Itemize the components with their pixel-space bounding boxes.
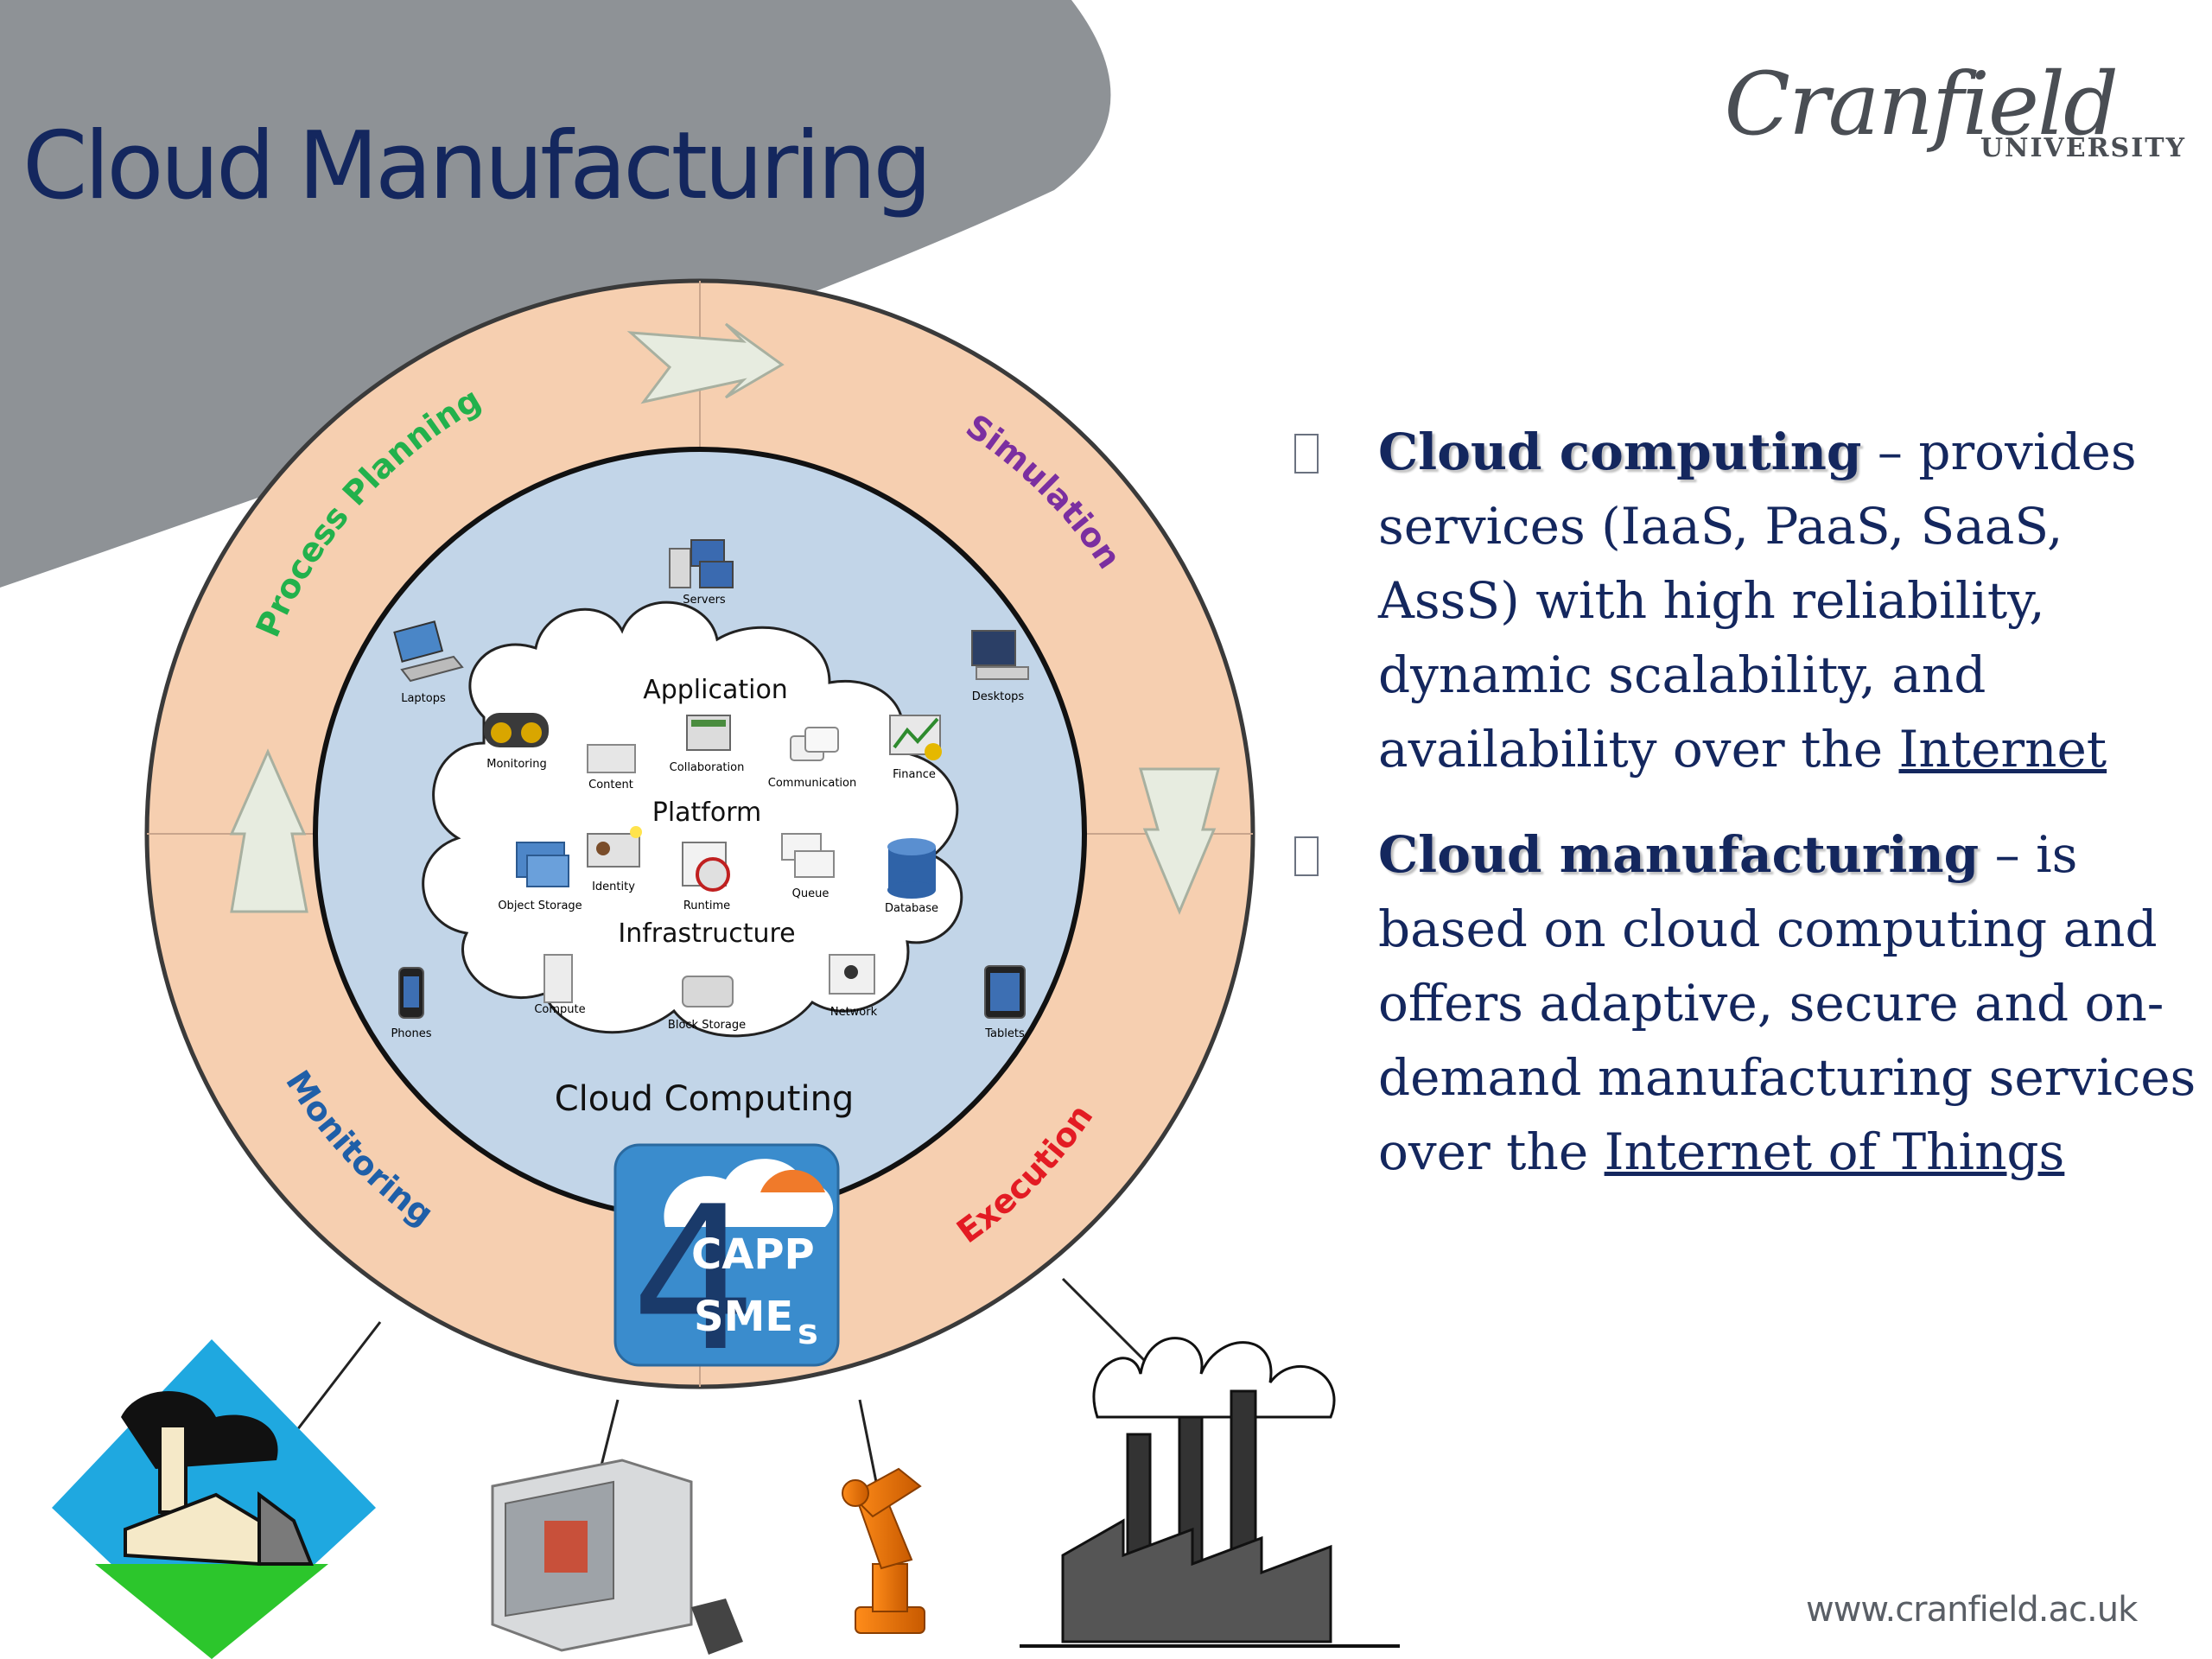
communication-icon	[790, 727, 839, 761]
queue-icon	[781, 833, 835, 878]
factory-diamond-icon	[52, 1339, 376, 1659]
device-phones: Phones	[391, 1027, 431, 1040]
block-storage-icon	[682, 976, 734, 1007]
service-database: Database	[885, 902, 938, 915]
service-block-storage: Block Storage	[668, 1019, 746, 1032]
capp-logo-suffix: s	[798, 1313, 818, 1352]
collaboration-icon	[686, 715, 731, 751]
network-icon	[829, 954, 875, 995]
service-communication: Communication	[768, 777, 856, 790]
bullet-text: – is based on cloud computing and offers…	[1378, 825, 2196, 1181]
service-network: Network	[830, 1006, 878, 1019]
logo-subtitle: UNIVERSITY	[1980, 133, 2186, 163]
service-finance: Finance	[893, 768, 936, 781]
arrow-up-icon	[229, 748, 308, 913]
device-servers: Servers	[683, 594, 726, 607]
page-title: Cloud Manufacturing	[22, 112, 932, 220]
layer-infrastructure: Infrastructure	[618, 918, 795, 949]
laptop-icon	[393, 620, 464, 683]
content-icon	[587, 744, 636, 773]
finance-icon	[889, 715, 942, 760]
service-queue: Queue	[792, 887, 830, 900]
cloud-computing-label: Cloud Computing	[555, 1079, 855, 1119]
bullet-box-icon	[1294, 836, 1319, 876]
bullet-text: – provides services (IaaS, PaaS, SaaS, A…	[1378, 423, 2137, 779]
cloud-shape	[422, 601, 963, 1038]
layer-platform: Platform	[652, 798, 762, 828]
service-collaboration: Collaboration	[670, 761, 745, 774]
capp-logo-line2: SME	[694, 1293, 793, 1341]
cranfield-logo: Cranfield UNIVERSITY	[1724, 54, 2186, 175]
object-storage-folder-icon	[516, 842, 569, 887]
service-monitoring: Monitoring	[486, 758, 547, 771]
database-icon	[887, 838, 936, 899]
desktop-icon	[971, 630, 1029, 680]
device-tablets: Tablets	[984, 1027, 1025, 1040]
monitoring-gauge-icon	[484, 713, 549, 747]
bullet-list: Cloud computing – provides services (Iaa…	[1287, 415, 2203, 1220]
bullet-cloud-manufacturing: Cloud manufacturing – is based on cloud …	[1287, 817, 2203, 1189]
footer-url[interactable]: www.cranfield.ac.uk	[1806, 1590, 2138, 1630]
runtime-disc-icon	[682, 842, 730, 892]
industrial-robot-icon	[842, 1467, 925, 1634]
servers-icon	[669, 539, 734, 588]
service-content: Content	[588, 779, 633, 791]
service-object-storage: Object Storage	[498, 899, 582, 912]
device-desktops: Desktops	[972, 690, 1025, 703]
phone-icon	[398, 967, 424, 1019]
bullet-cloud-computing: Cloud computing – provides services (Iaa…	[1287, 415, 2203, 786]
bullet-box-icon	[1294, 434, 1319, 474]
service-identity: Identity	[592, 880, 635, 893]
bullet-term: Cloud manufacturing	[1378, 825, 1980, 884]
capp-logo-line1: CAPP	[691, 1230, 815, 1279]
internet-link[interactable]: Internet	[1898, 720, 2107, 779]
device-laptops: Laptops	[401, 692, 446, 705]
arrow-right-icon	[626, 322, 785, 404]
chimney-factory-icon	[1020, 1337, 1400, 1648]
bullet-term: Cloud computing	[1378, 423, 1862, 481]
tablet-icon	[984, 965, 1026, 1019]
compute-server-icon	[543, 954, 573, 1003]
capp-logo-digit: 4	[631, 1165, 757, 1395]
arrow-down-icon	[1139, 767, 1220, 915]
identity-card-icon	[587, 826, 642, 868]
logo-wordmark: Cranfield	[1724, 54, 2119, 155]
layer-application: Application	[643, 675, 788, 705]
internet-of-things-link[interactable]: Internet of Things	[1604, 1122, 2065, 1181]
service-runtime: Runtime	[683, 899, 730, 912]
capp4smes-logo: 4 CAPP SME s	[613, 1143, 840, 1395]
cnc-machine-icon	[491, 1459, 743, 1655]
service-compute: Compute	[534, 1003, 585, 1016]
